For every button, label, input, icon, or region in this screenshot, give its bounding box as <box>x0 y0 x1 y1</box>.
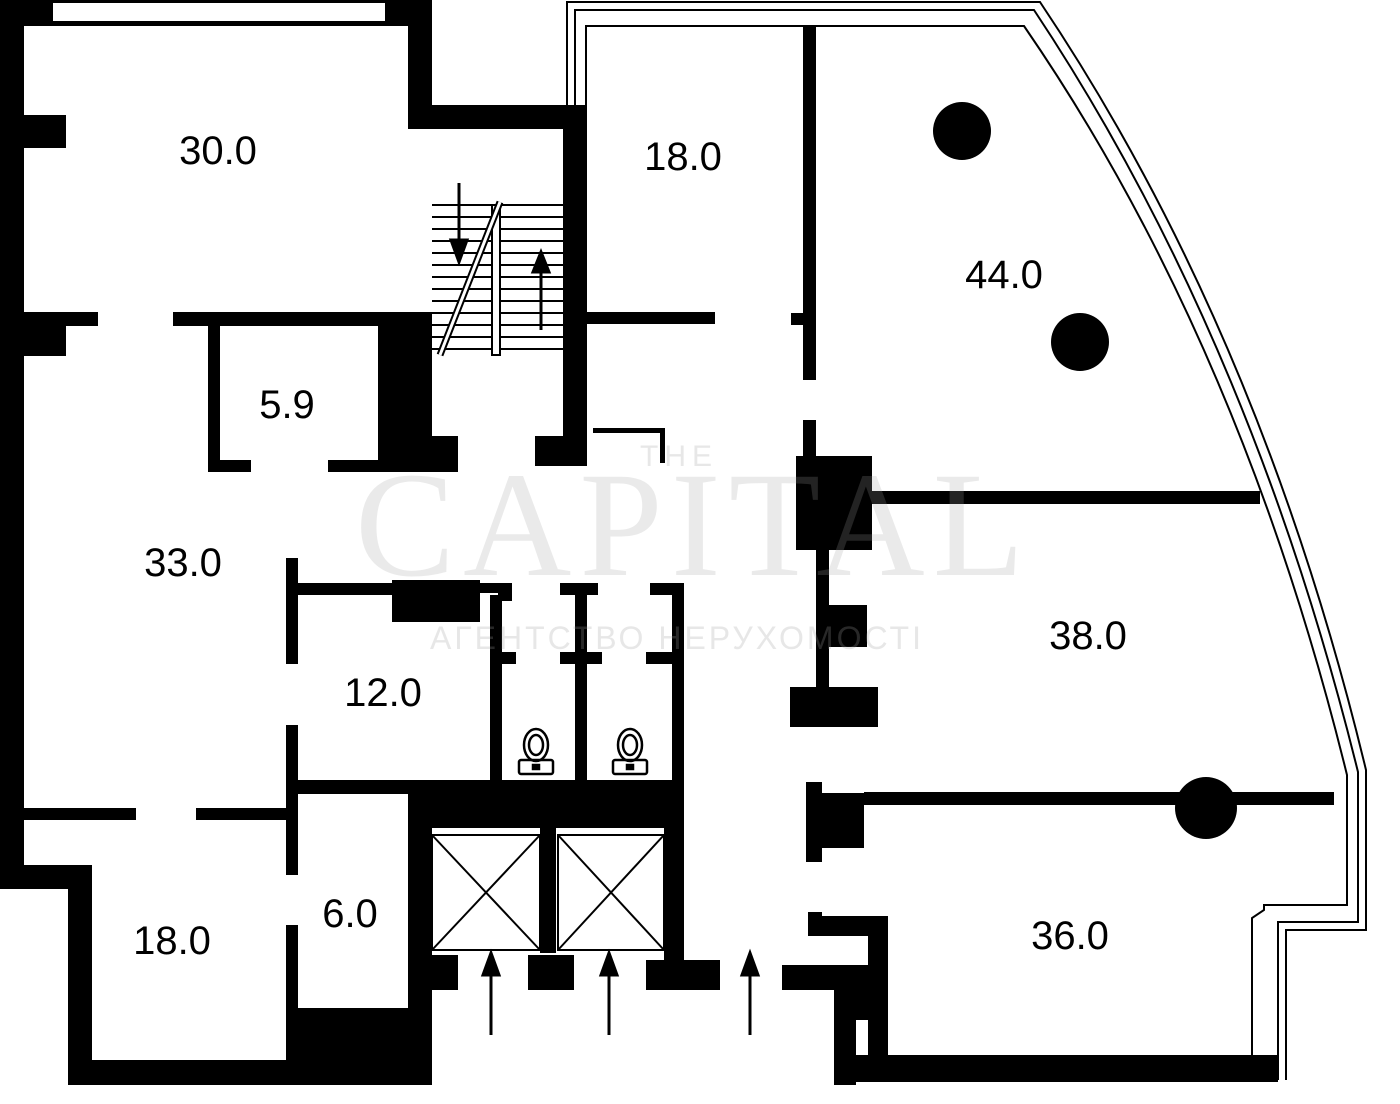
walls <box>0 0 1334 1085</box>
room-area-label: 30.0 <box>179 129 257 173</box>
room-area-label: 12.0 <box>344 671 422 715</box>
room-area-label: 44.0 <box>965 253 1043 297</box>
entrance-arrows <box>480 948 761 1035</box>
room-area-label: 5.9 <box>259 383 315 427</box>
room-area-label: 18.0 <box>644 135 722 179</box>
curved-facade <box>566 1 1367 1080</box>
staircase <box>432 200 563 357</box>
room-area-label: 18.0 <box>133 919 211 963</box>
stair-arrows <box>448 183 552 330</box>
toilet-icons <box>517 727 649 776</box>
room-area-label: 38.0 <box>1049 614 1127 658</box>
room-area-label: 33.0 <box>144 541 222 585</box>
elevator-shafts <box>431 834 665 951</box>
toilet-icon <box>517 727 555 776</box>
watermark-logo: CAPITAL <box>355 442 1033 608</box>
room-area-label: 6.0 <box>322 892 378 936</box>
toilet-icon <box>611 727 649 776</box>
room-area-label: 36.0 <box>1031 914 1109 958</box>
watermark-tagline: АГЕНТСТВО НЕРУХОМОСТІ <box>430 620 924 656</box>
top-window <box>51 1 387 23</box>
watermark-the: THE <box>640 440 718 473</box>
